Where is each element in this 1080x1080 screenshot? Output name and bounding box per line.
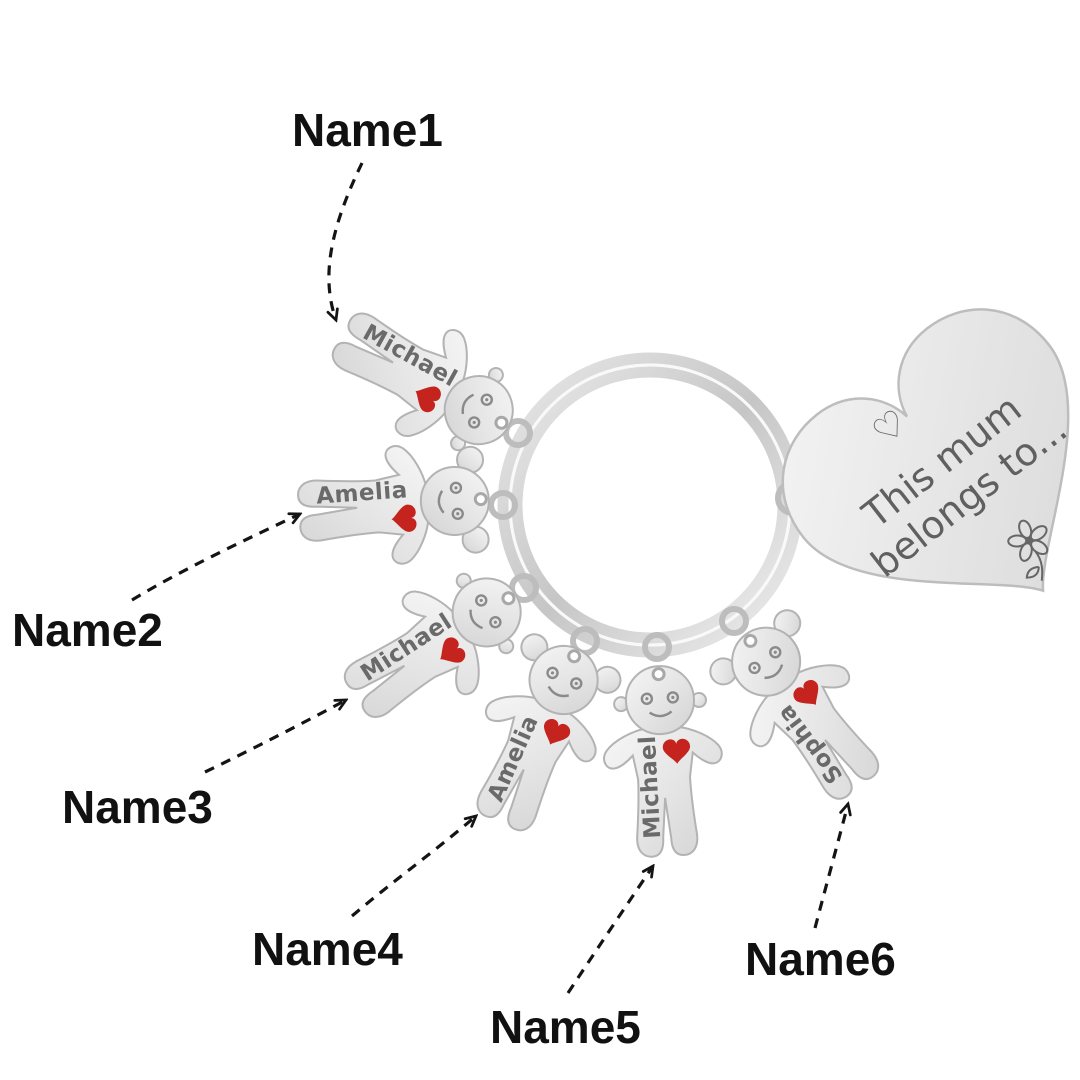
annotation-label-name1: Name1 [292, 104, 443, 156]
arrow-name4 [350, 816, 476, 918]
annotation-label-name4: Name4 [252, 923, 403, 975]
arrow-name3 [204, 700, 346, 774]
arrow-name6 [813, 804, 848, 929]
annotation-label-name2: Name2 [12, 604, 163, 656]
heart-pendant: ♡ This mum belongs to... [781, 308, 1075, 593]
charm-2: Amelia [295, 440, 493, 571]
jump-ring [488, 490, 518, 520]
arrow-name1 [329, 162, 364, 320]
annotation-label-name5: Name5 [490, 1001, 641, 1053]
flower-doodle [1007, 519, 1049, 581]
annotation-label-name6: Name6 [745, 933, 896, 985]
charm-5-engraving: Michael [635, 735, 666, 840]
arrow-name5 [566, 866, 653, 994]
jump-ring [642, 632, 672, 662]
annotation-arrows [131, 162, 848, 994]
jump-ring [503, 418, 533, 448]
jump-ring [509, 573, 539, 603]
charm-1: Michael [314, 283, 537, 478]
annotation-label-name3: Name3 [62, 781, 213, 833]
jump-ring [719, 606, 749, 636]
key-ring [497, 352, 803, 658]
arrow-name2 [131, 514, 300, 602]
charm-5: Michael [599, 663, 727, 859]
charm-2-engraving: Amelia [315, 477, 408, 509]
